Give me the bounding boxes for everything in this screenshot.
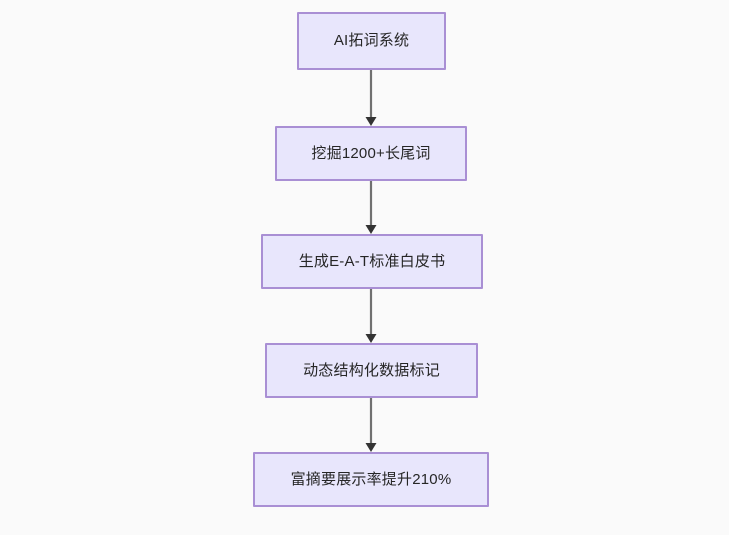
edge-n0-n1	[365, 70, 377, 126]
flow-node-label: 动态结构化数据标记	[303, 361, 440, 379]
flow-node-mine-longtail-keywords[interactable]: 挖掘1200+长尾词	[275, 126, 467, 181]
flow-node-label: 生成E-A-T标准白皮书	[298, 252, 446, 270]
arrowhead-icon-n0-n1	[365, 117, 377, 126]
arrowhead-icon-n1-n2	[365, 225, 377, 234]
arrowhead-icon-n3-n4	[365, 443, 377, 452]
flow-node-label: 富摘要展示率提升210%	[290, 470, 452, 488]
flow-node-rich-snippet-rate-increase[interactable]: 富摘要展示率提升210%	[253, 452, 489, 507]
arrowhead-icon-n2-n3	[365, 334, 377, 343]
edge-n2-n3	[365, 289, 377, 343]
flow-node-label: 挖掘1200+长尾词	[311, 144, 431, 162]
edge-n3-n4	[365, 398, 377, 452]
flow-node-generate-eat-whitepaper[interactable]: 生成E-A-T标准白皮书	[261, 234, 483, 289]
flow-node-dynamic-structured-data-markup[interactable]: 动态结构化数据标记	[265, 343, 478, 398]
flow-node-ai-keyword-system[interactable]: AI拓词系统	[297, 12, 446, 70]
edge-n1-n2	[365, 181, 377, 234]
flow-node-label: AI拓词系统	[333, 32, 410, 49]
